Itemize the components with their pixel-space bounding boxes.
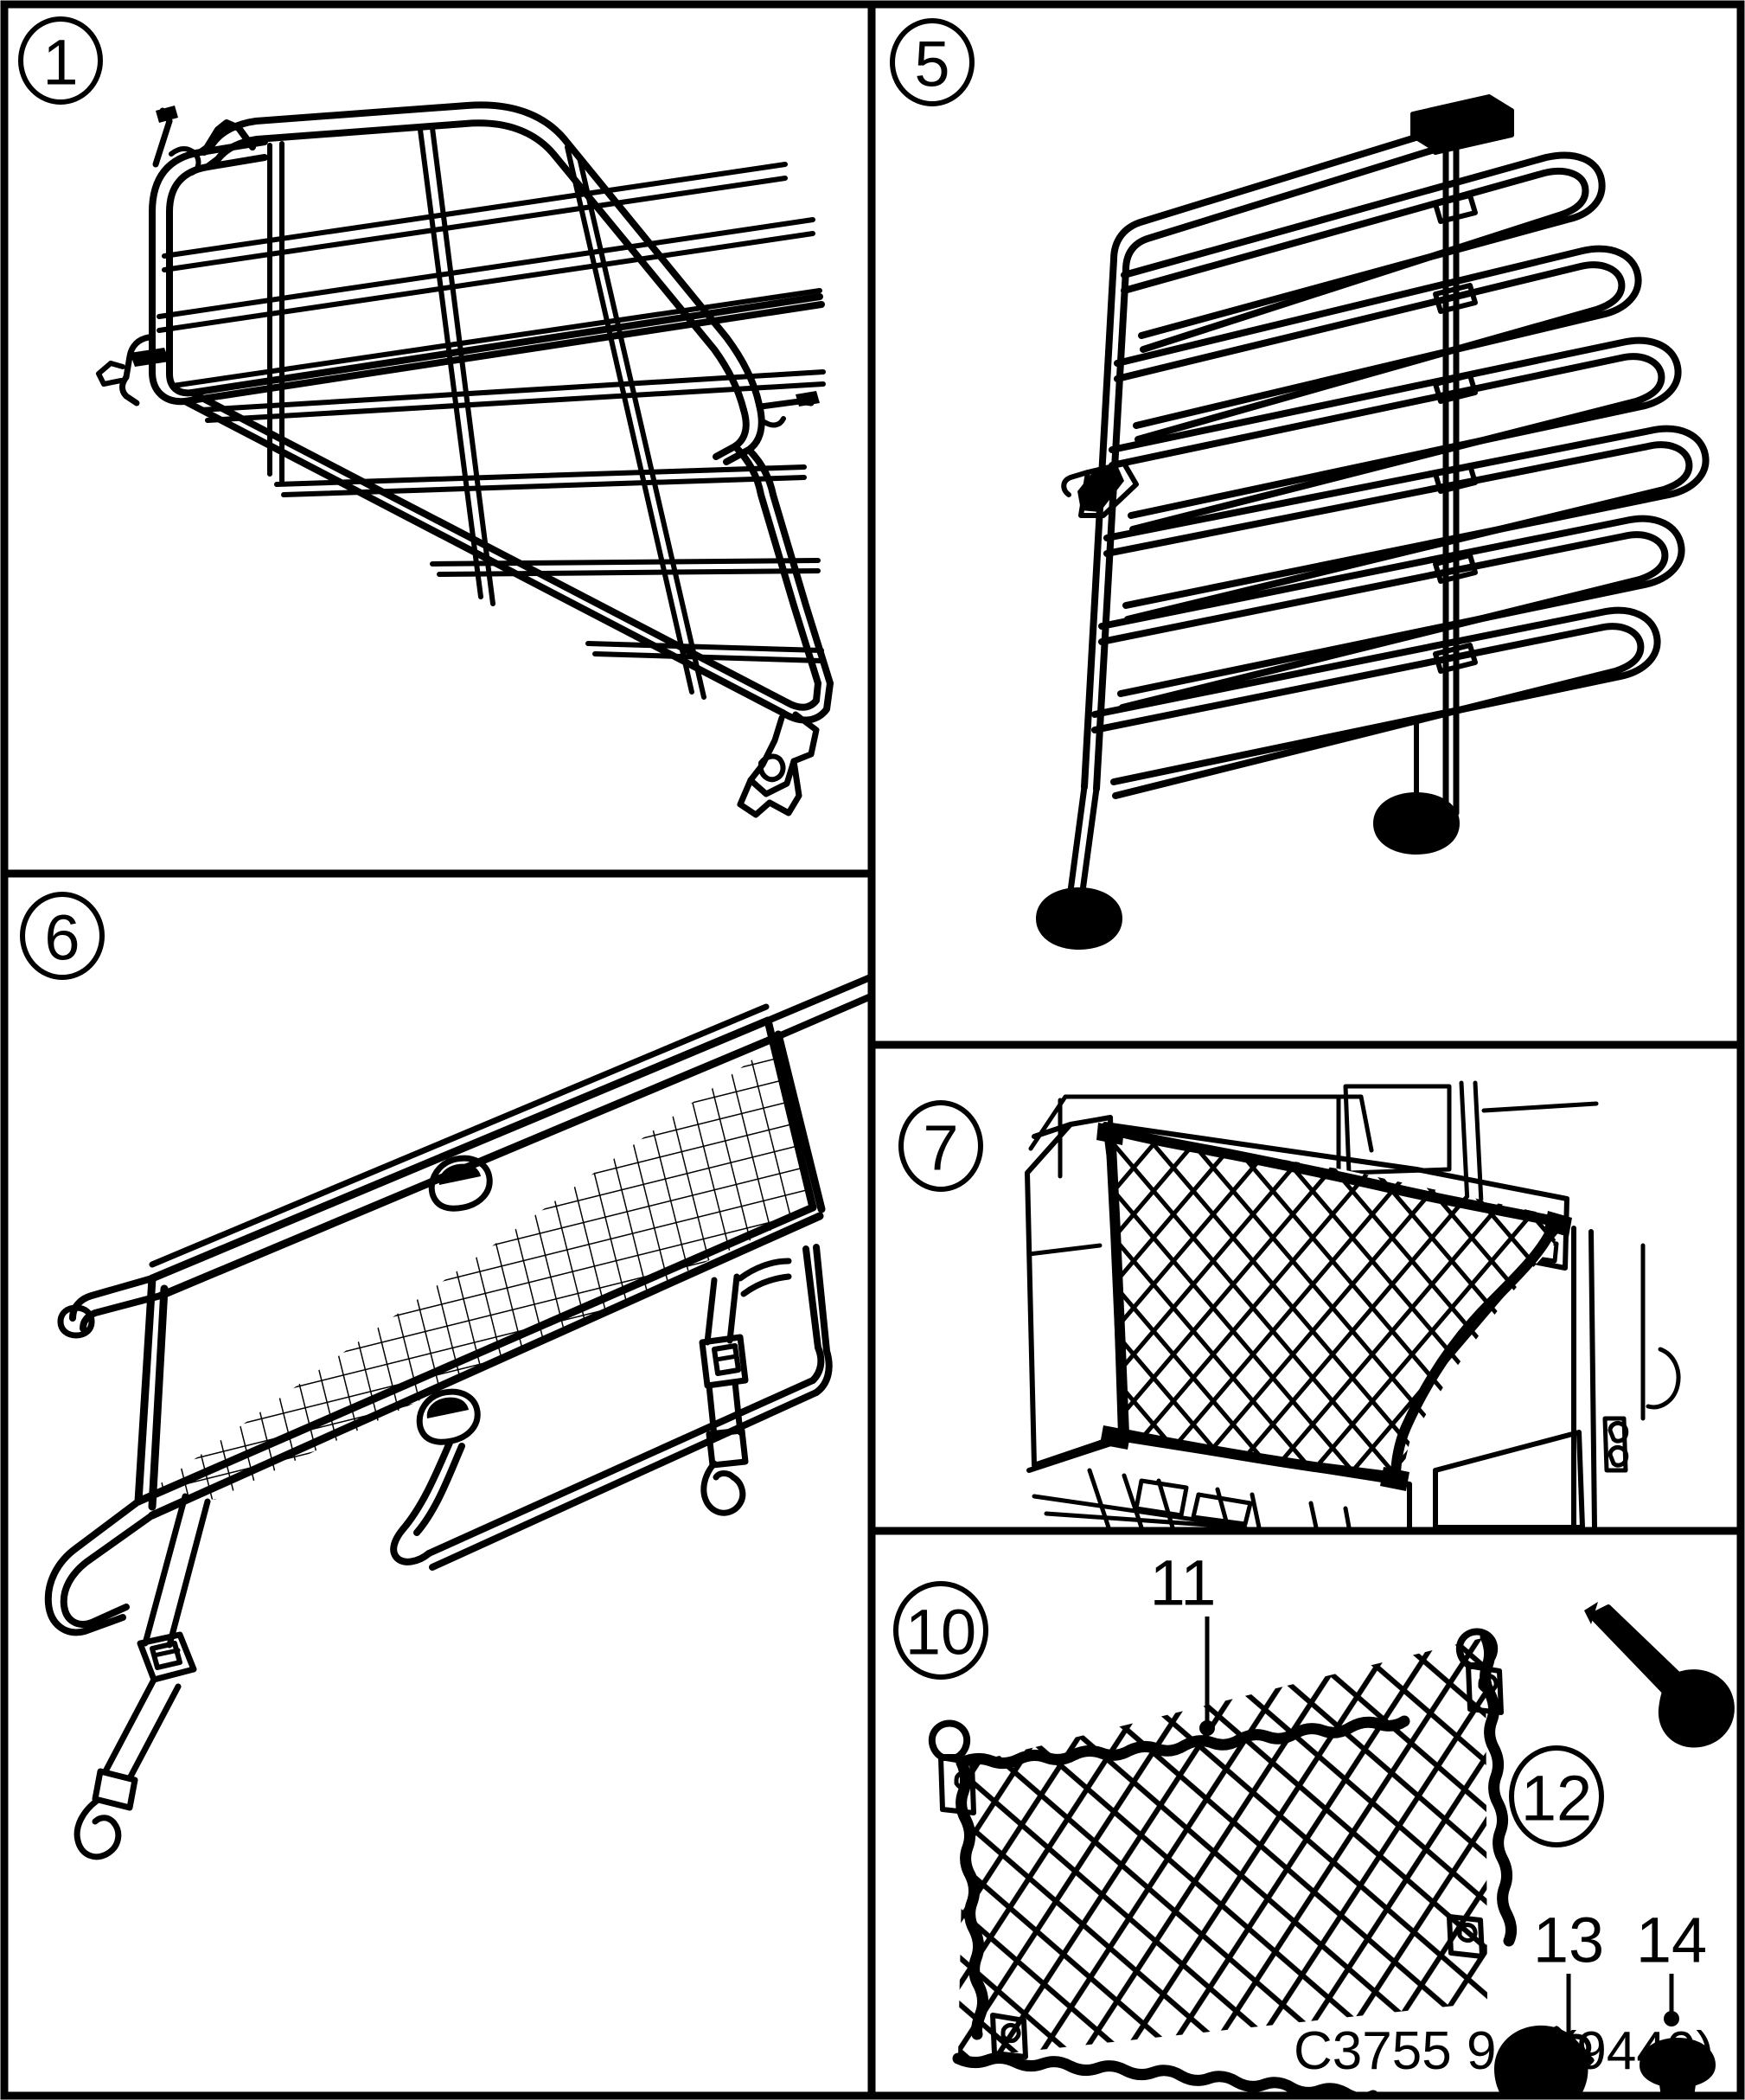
part-ref-11-label: 11 [1150, 1547, 1217, 1619]
knurled-knob-right [1373, 720, 1460, 855]
net-corner-eyelet-bottom-left [990, 2013, 1028, 2059]
screw-item-14 [1640, 2038, 1716, 2093]
knurled-knob-left [1036, 784, 1122, 950]
sheet-caption: C3755 9-3 (9440) [1294, 2021, 1714, 2081]
strap-assembly-right [699, 1258, 792, 1516]
part-ref-13-leader-dot [1561, 2039, 1576, 2054]
part-ref-11: 11 [1150, 1547, 1217, 1736]
callout-10-label: 10 [905, 1597, 976, 1668]
screw-item-12 [1584, 1602, 1735, 1748]
artwork-wire-load-divider [1036, 94, 1710, 950]
strap-assembly-left [74, 1493, 211, 1860]
part-ref-13-label: 13 [1533, 1905, 1604, 1976]
net-corner-eyelet-top-right [1455, 1628, 1504, 1715]
net-corner-eyelet-top-left [928, 1719, 976, 1815]
callout-1: 1 [18, 16, 103, 105]
callout-7-label: 7 [923, 1112, 958, 1184]
callout-12: 12 [1509, 1745, 1604, 1847]
callout-5-label: 5 [914, 29, 949, 100]
bottom-rail-knuckle [416, 1388, 481, 1445]
callout-7: 7 [898, 1100, 983, 1192]
callout-10: 10 [893, 1581, 988, 1680]
part-ref-13: 13 [1533, 1905, 1604, 2054]
net-corner-eyelet-bottom-right [1447, 1914, 1485, 1959]
left-foot-pad [44, 1498, 156, 1636]
callout-6-label: 6 [44, 902, 80, 974]
callout-6: 6 [20, 892, 105, 980]
callout-5: 5 [890, 18, 975, 106]
part-ref-11-leader-dot [1199, 1720, 1215, 1736]
callout-1-label: 1 [42, 27, 78, 99]
top-clip-block [1410, 94, 1514, 155]
side-catch [1061, 461, 1139, 518]
part-ref-14-leader-dot [1664, 2011, 1679, 2026]
part-ref-14-label: 14 [1636, 1905, 1707, 1976]
part-ref-14: 14 [1636, 1905, 1707, 2026]
top-rail-knuckle [428, 1155, 493, 1212]
callout-12-label: 12 [1521, 1763, 1592, 1834]
artwork-cargo-barrier-grille [96, 101, 834, 818]
